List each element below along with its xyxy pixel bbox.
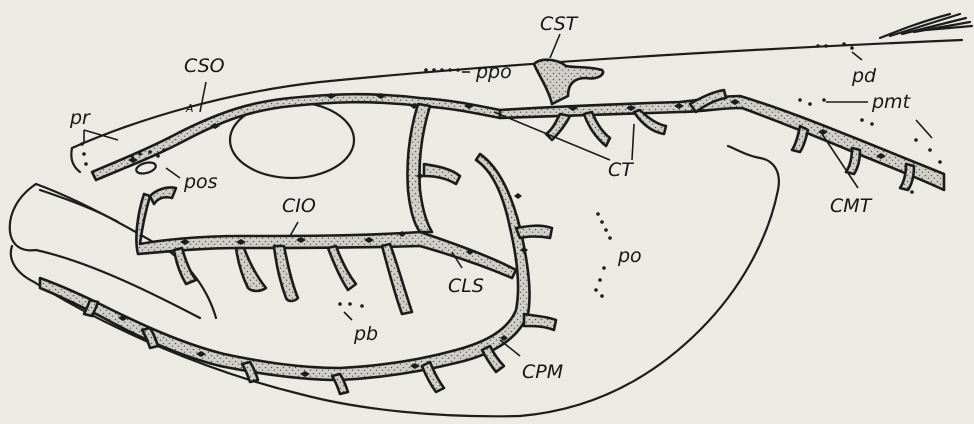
labels: CSO CST ppo pd pmt pr pos A CIO CT CMT p… [69,13,912,383]
temporal-branch-2 [584,112,610,146]
supratemporal-canal [534,60,603,104]
infraorbital-branch-5 [382,244,412,314]
label-po: po [617,245,642,267]
lower-jaw [11,246,520,416]
leader-pd [852,52,862,60]
label-pd: pd [851,65,877,87]
leader-ct-2 [632,124,634,160]
preopercular-branch-2 [524,314,556,330]
label-cls: CLS [448,275,484,297]
label-pos: pos [183,171,218,193]
infraorbital-branch-2 [236,248,266,291]
infraorbital-branch-1 [174,248,196,284]
leader-pb [344,312,352,320]
preopercular-branch-3 [482,346,504,372]
label-cmt: CMT [830,195,873,217]
trunk-branch-1 [792,126,808,152]
label-cpm: CPM [522,361,563,383]
label-pmt: pmt [871,91,912,113]
leader-pmt-2 [916,120,932,138]
preopercular-branch-1 [516,226,552,238]
temporal-branch-1 [546,114,570,140]
label-cso: CSO [184,55,225,77]
label-a: A [185,102,194,115]
label-ppo: ppo [475,61,512,83]
leader-cio [290,222,298,236]
infraorbital-branch-4 [328,246,356,290]
leader-cst [550,34,560,58]
leader-cpm [500,340,520,356]
label-cio: CIO [282,195,316,217]
infraorbital-anterior-loop [150,187,176,204]
leader-pos [166,168,180,178]
label-cst: CST [540,13,579,35]
label-ct: CT [608,159,634,181]
label-pr: pr [69,107,91,129]
body-top-stroke [880,14,950,38]
leader-cso [200,82,206,112]
label-pb: pb [353,323,378,345]
infraorbital-branch-3 [274,246,298,301]
snout-front [71,148,80,172]
postorbital-side-branch [424,164,460,184]
infraorbital-canal [136,194,516,278]
trunk-branch-2 [846,148,860,174]
